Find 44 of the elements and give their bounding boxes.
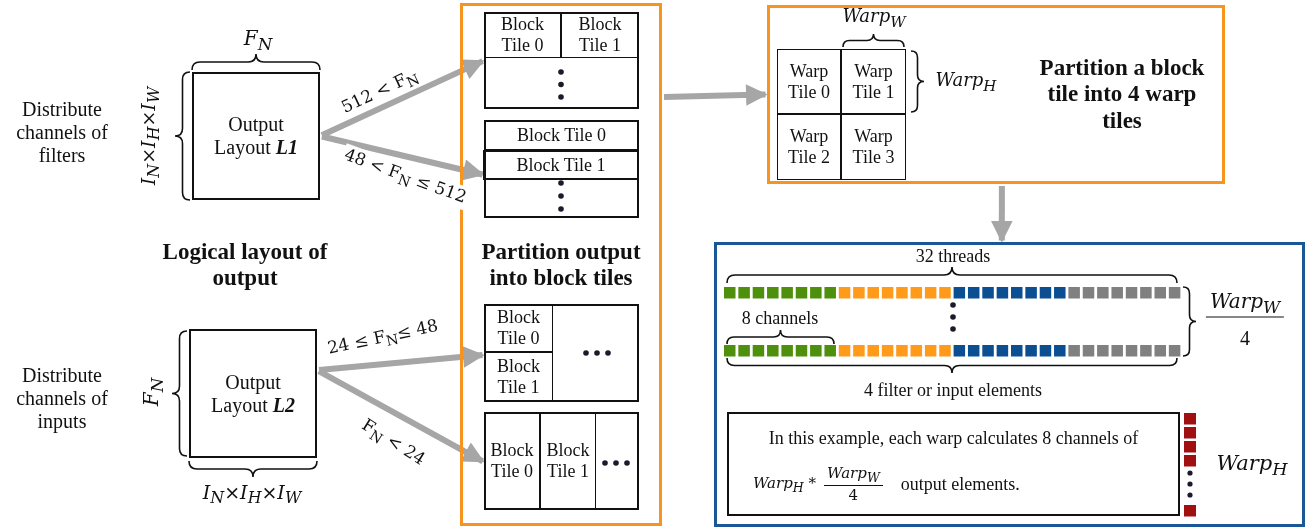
tile-grid: [484, 12, 639, 109]
math-label: Warp$_{W}$: [842, 5, 906, 31]
math-label: I$_{N}$×I$_{H}$×I$_{W}$: [202, 480, 302, 508]
thread-panel: [714, 242, 1305, 527]
dimension-label: 4 filter or input elements: [864, 379, 1042, 401]
arrow: [991, 186, 1013, 243]
arrow: [320, 58, 485, 138]
warp-tile: Warp Tile 2: [777, 114, 841, 180]
side-note: Distribute channels of filters: [15, 97, 109, 167]
warp-tile: Warp Tile 0: [777, 49, 841, 114]
arrow: [663, 84, 768, 106]
note-text: output elements.: [900, 473, 1020, 495]
panel-heading: Partition a block tile into 4 warp tiles: [1038, 55, 1206, 135]
tile-grid: [484, 412, 639, 510]
block-tile: Block Tile 1: [483, 150, 639, 180]
stage-panel: [767, 5, 1225, 184]
block-tile: Block Tile 1: [561, 12, 639, 58]
dimension-label: 32 threads: [915, 245, 991, 267]
block-tile: Block Tile 0: [484, 304, 553, 352]
layout-box: Output Layout L2: [189, 329, 317, 458]
layout-box: Output Layout L1: [192, 72, 320, 200]
math-label: Warp$_{H}$: [935, 69, 997, 95]
math-label: Warp$_{W}$: [1205, 288, 1285, 318]
tile-grid: [484, 304, 639, 402]
tile-grid: [484, 120, 639, 218]
side-note: Distribute channels of inputs: [15, 363, 109, 433]
math-label: F$_{N}$: [243, 26, 273, 54]
arrow: [318, 346, 485, 374]
math-label: Warp$_{H}$: [1216, 450, 1288, 480]
section-heading: Logical layout of output: [161, 238, 329, 292]
warp-tile: Warp Tile 1: [841, 49, 906, 114]
fraction-formula: Warp$_{W}$ 4: [824, 464, 883, 504]
block-tile: Block Tile 1: [484, 352, 553, 402]
note-text: In this example, each warp calculates 8 channels of: [767, 428, 1140, 449]
formula-term: Warp$_{H}$ *: [753, 473, 817, 495]
block-tile: Block Tile 0: [484, 12, 561, 58]
dimension-label: 8 channels: [741, 307, 819, 329]
dimension-label: 4: [1240, 326, 1250, 350]
warp-tile: Warp Tile 3: [841, 114, 906, 180]
note-box: [727, 412, 1180, 516]
arrow: [317, 368, 485, 464]
panel-heading: Partition output into block tiles: [480, 238, 642, 292]
arrow: [321, 133, 485, 181]
block-tile: Block Tile 1: [540, 412, 596, 510]
